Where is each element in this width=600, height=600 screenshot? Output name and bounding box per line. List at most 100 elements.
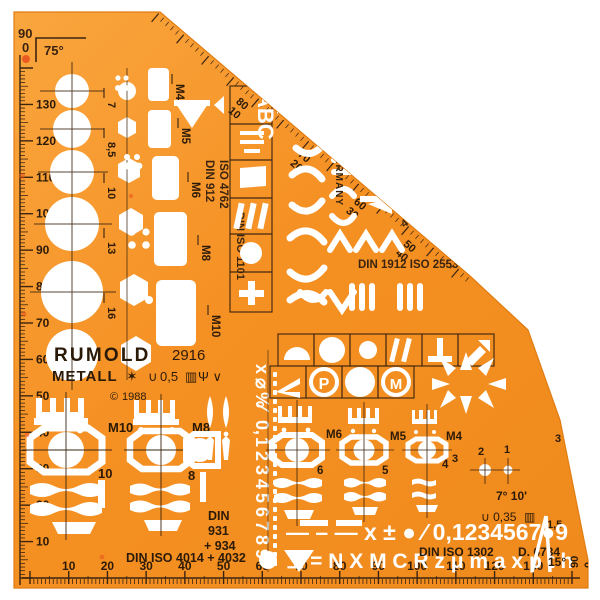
- vertical-strip-char: 1: [252, 437, 272, 447]
- hex-shape: [121, 336, 151, 371]
- hex-size-label: 10: [98, 466, 112, 481]
- brand-block: RUMOLD 2916 METALL ✶ ∪ 0,5 ▥ Ψ ∨ © 1988: [52, 345, 222, 403]
- corner-0-label-br: 0: [583, 562, 595, 568]
- din-912-line2: ISO 4762: [217, 160, 229, 209]
- din-iso-1302-label: DIN ISO 1302: [419, 545, 494, 559]
- character-row-letters: ⊥ = N X M C R z μ m a x p t h: [286, 550, 573, 573]
- vertical-strip-char: ⌀: [252, 378, 272, 389]
- p-letter-icon: P: [319, 376, 330, 393]
- right-angle-outer: 30: [502, 282, 519, 299]
- vertical-strip-char: 4: [252, 479, 272, 489]
- hex-thread-label: M6: [326, 429, 342, 441]
- vertical-strip-char: 2: [252, 451, 272, 461]
- thread-size-label: M4: [173, 84, 185, 101]
- circle-diameter-label: 10: [105, 187, 117, 199]
- brand-name: RUMOLD: [54, 345, 151, 366]
- standard-din-931: DIN 931 + 934: [204, 509, 236, 553]
- vertical-strip-char: 3: [252, 465, 272, 475]
- vertical-strip-char: 8: [252, 535, 272, 545]
- germany-label: GERMANY: [333, 148, 344, 206]
- weld-angle-text: 41° 25': [399, 201, 434, 231]
- vertical-number-strip: x⌀%⁄0,123456789: [252, 350, 277, 572]
- din-1912-label: DIN 1912 ISO 2553: [358, 259, 458, 271]
- circle-diameter-label: 13: [105, 242, 117, 254]
- thread-size-label: M5: [179, 128, 191, 145]
- din-iso-1101-label: DIN ISO 1101: [234, 212, 246, 280]
- perpendicular-tee-icon: [437, 338, 443, 358]
- triangle-symbol: [176, 104, 208, 128]
- double-slash-icon: [389, 337, 400, 363]
- left-ruler-tick-label: 130: [36, 97, 56, 111]
- star-mark: ✶: [126, 368, 138, 384]
- vertical-strip-char: 7: [252, 521, 272, 531]
- thickness-suffix: ▥: [185, 369, 197, 384]
- left-arrow-icon: [214, 96, 224, 114]
- standard-din-1912: DIN 1912 ISO 2553: [358, 259, 458, 271]
- material-label: METALL: [52, 368, 118, 385]
- angle-wedge-icon: [276, 378, 300, 398]
- corner-75deg-label: 75°: [44, 43, 64, 58]
- vertical-strip-char: 0,: [252, 420, 272, 435]
- surface-finish-text: ∪ 0,35: [481, 510, 517, 524]
- small-shape-column: [118, 68, 151, 380]
- m-letter-icon: M: [390, 376, 403, 393]
- bottom-ruler-tick-label: 10: [62, 559, 76, 573]
- din-931-line2: 931: [208, 524, 229, 538]
- origin-label: GERMANY: [333, 148, 344, 206]
- right-angle-inner: 80: [594, 470, 600, 484]
- hex-size-label: 5: [382, 465, 389, 477]
- large-dot-icon: [345, 367, 375, 397]
- hex-thread-label: M5: [390, 431, 407, 443]
- letters-row: ⊥ = N X M C R z μ m a x p t h: [286, 550, 573, 573]
- left-ruler-tick-label: 90: [36, 243, 50, 257]
- standard-din-912: DIN 912 ISO 4762: [203, 160, 229, 209]
- right-arrow-icon: [277, 96, 287, 114]
- bottom-ruler-tick-label: 40: [178, 559, 192, 573]
- bottom-ruler-tick-label: 80: [333, 559, 347, 573]
- right-angle-outer: 10: [582, 472, 596, 486]
- bottom-ruler-tick-label: 110: [446, 559, 466, 573]
- hex-shape: [119, 208, 143, 236]
- right-angle-inner: 60: [510, 273, 527, 290]
- bottom-ruler-tick-label: 20: [101, 559, 115, 573]
- side-dimension-marks: 3 1,5: [547, 433, 562, 531]
- screw-slot: [156, 280, 196, 346]
- corner-0-label: 0: [22, 40, 29, 55]
- half-circle-icon: [284, 347, 310, 360]
- left-ruler-tick-label: 10: [36, 535, 50, 549]
- screw-slot: [154, 212, 187, 266]
- hex-bolt-group-left: M10 10 M8 8: [22, 392, 221, 540]
- din-931-line1: DIN: [208, 509, 230, 523]
- copyright-symbol: ©: [110, 391, 118, 403]
- bottom-ruler-tick-label: 30: [139, 559, 153, 573]
- left-ruler-tick-label: 120: [36, 134, 56, 148]
- left-ruler-tick-label: 70: [36, 316, 50, 330]
- vertical-strip-char: x: [252, 364, 272, 374]
- dot-label-2: 2: [478, 446, 484, 458]
- side-mark-3: 3: [555, 433, 561, 445]
- filled-circle-icon: [319, 337, 345, 363]
- leader-symbol-cluster: [259, 520, 362, 572]
- model-number: 2916: [172, 347, 205, 364]
- din-iso-4014-label: DIN ISO 4014 + 4032: [126, 551, 246, 565]
- hex-size-label: 6: [317, 465, 323, 477]
- numbers-row: — – — x ± ● ⁄ 0,1234567●9: [286, 519, 568, 545]
- angle-7-10-label: 7° 10': [496, 489, 527, 503]
- thread-size-label: M8: [199, 245, 211, 262]
- angle-15-label: 15°: [548, 555, 566, 569]
- dot-label-1: 1: [504, 444, 510, 456]
- side-mark-15: 1,5: [547, 519, 562, 531]
- vertical-strip-char: 5: [252, 493, 272, 503]
- right-angle-outer: 20: [552, 362, 567, 378]
- circle-diameter-label: 8,5: [105, 142, 117, 157]
- circle-diameter-label: 7: [105, 102, 117, 108]
- screw-slot: [148, 110, 171, 148]
- symbol-box-column: ABC: [214, 85, 287, 313]
- thickness-prefix: ∪: [148, 369, 158, 384]
- thread-size-label: M6: [189, 182, 201, 198]
- surface-lay-arrow-icon: [466, 346, 486, 366]
